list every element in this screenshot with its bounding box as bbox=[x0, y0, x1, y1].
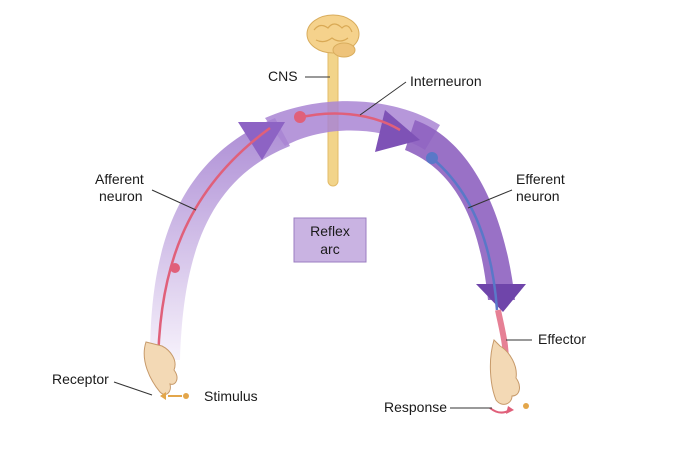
brain-icon bbox=[306, 14, 360, 58]
efferent-label-line2: neuron bbox=[516, 188, 560, 204]
efferent-neuron bbox=[426, 152, 499, 311]
arc-arrowhead-left bbox=[238, 122, 285, 160]
stimulus-label: Stimulus bbox=[204, 388, 258, 404]
arc-right-band bbox=[405, 120, 515, 300]
response-label: Response bbox=[384, 399, 447, 415]
arc-top-band bbox=[265, 101, 440, 150]
hand-icon bbox=[143, 341, 178, 395]
efferent-label-line1: Efferent bbox=[516, 171, 565, 187]
afferent-label-line2: neuron bbox=[99, 188, 143, 204]
afferent-neuron bbox=[156, 111, 401, 373]
hand-icon bbox=[489, 339, 520, 405]
reflex-arc-label-line1: Reflex bbox=[310, 223, 350, 239]
effector-label: Effector bbox=[538, 331, 586, 347]
arc-left-band bbox=[150, 118, 290, 360]
response-arrow-icon bbox=[489, 403, 529, 414]
receptor-label: Receptor bbox=[52, 371, 109, 387]
reflex-arc-box bbox=[293, 217, 367, 263]
stimulus-arrow-icon bbox=[160, 392, 189, 400]
cns-label: CNS bbox=[268, 68, 298, 84]
afferent-label-line1: Afferent bbox=[95, 171, 144, 187]
arc-arrowhead-right bbox=[476, 284, 526, 312]
leader-lines bbox=[113, 76, 532, 409]
arc-arrowhead-top bbox=[375, 110, 420, 152]
reflex-arc-label-line2: arc bbox=[320, 241, 339, 257]
interneuron-label: Interneuron bbox=[410, 73, 482, 89]
